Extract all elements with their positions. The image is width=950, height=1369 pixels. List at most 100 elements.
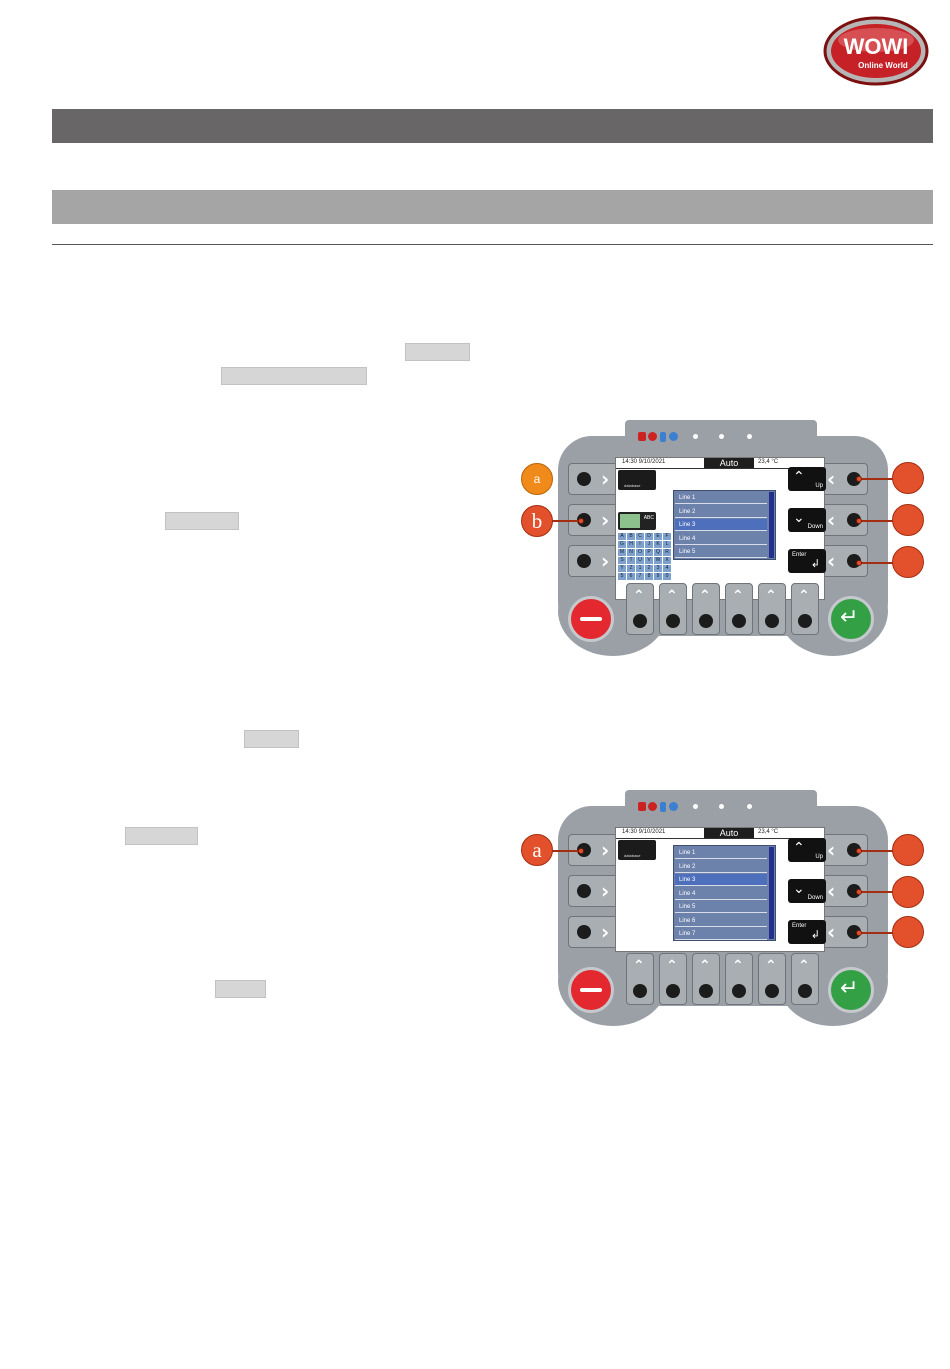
callout-leader bbox=[860, 478, 893, 480]
keyboard-key[interactable]: H bbox=[627, 541, 635, 548]
keyboard-key[interactable]: 4 bbox=[663, 565, 671, 572]
bottom-softkey-1[interactable]: ⌃ bbox=[626, 953, 654, 1005]
keyboard-key[interactable]: O bbox=[636, 549, 644, 556]
chevron-up-icon: ⌃ bbox=[633, 958, 645, 974]
keyboard-key[interactable]: Z bbox=[627, 565, 635, 572]
list-item[interactable]: Line 7 bbox=[675, 928, 767, 940]
bottom-softkey-4[interactable]: ⌃ bbox=[725, 583, 753, 635]
list-item[interactable]: Line 2 bbox=[675, 861, 767, 873]
highlight-placeholder bbox=[165, 512, 239, 530]
keyboard-key[interactable]: Q bbox=[654, 549, 662, 556]
chevron-up-icon: ⌃ bbox=[793, 840, 805, 856]
map-abc-icon[interactable]: ABC bbox=[618, 512, 656, 530]
bottom-softkey-3[interactable]: ⌃ bbox=[692, 953, 720, 1005]
chevron-up-icon: ⌃ bbox=[699, 588, 711, 604]
list-item[interactable]: Line 5 bbox=[675, 901, 767, 913]
down-button[interactable]: ⌄Down bbox=[788, 879, 826, 903]
keyboard-key[interactable]: K bbox=[654, 541, 662, 548]
keyboard-key[interactable]: 6 bbox=[627, 573, 635, 580]
callout-b: b bbox=[521, 505, 553, 537]
keyboard-key[interactable]: X bbox=[663, 557, 671, 564]
keyboard-key[interactable]: M bbox=[618, 549, 626, 556]
key-dot bbox=[798, 614, 812, 628]
bottom-softkey-1[interactable]: ⌃ bbox=[626, 583, 654, 635]
bottom-softkey-6[interactable]: ⌃ bbox=[791, 583, 819, 635]
keyboard-key[interactable]: T bbox=[627, 557, 635, 564]
highlight-placeholder bbox=[125, 827, 198, 845]
keyboard-key[interactable]: S bbox=[618, 557, 626, 564]
keyboard-key[interactable]: W bbox=[654, 557, 662, 564]
list-item[interactable]: Line 2 bbox=[675, 506, 767, 518]
list-item[interactable]: Line 4 bbox=[675, 888, 767, 900]
confirm-button[interactable]: ↵ bbox=[828, 596, 874, 642]
confirm-button[interactable]: ↵ bbox=[828, 967, 874, 1013]
cancel-button[interactable] bbox=[568, 596, 614, 642]
enter-button[interactable]: Enter↲ bbox=[788, 920, 826, 944]
keyboard-key[interactable]: 7 bbox=[636, 573, 644, 580]
temperature: 23,4 °C bbox=[758, 829, 779, 835]
keyboard-key[interactable]: I bbox=[636, 541, 644, 548]
bottom-softkey-3[interactable]: ⌃ bbox=[692, 583, 720, 635]
bottom-softkey-5[interactable]: ⌃ bbox=[758, 953, 786, 1005]
keyboard-key[interactable]: V bbox=[645, 557, 653, 564]
keyboard-key[interactable]: A bbox=[618, 533, 626, 540]
keyboard-key[interactable]: 8 bbox=[645, 573, 653, 580]
chevron-down-icon: ⌄ bbox=[793, 881, 805, 897]
keyboard-key[interactable]: L bbox=[663, 541, 671, 548]
list-item[interactable]: Line 1 bbox=[675, 492, 767, 504]
bottom-softkey-4[interactable]: ⌃ bbox=[725, 953, 753, 1005]
keyboard-key[interactable]: 0 bbox=[663, 573, 671, 580]
bottom-softkey-5[interactable]: ⌃ bbox=[758, 583, 786, 635]
bottom-softkey-2[interactable]: ⌃ bbox=[659, 583, 687, 635]
keyboard-key[interactable]: 1 bbox=[636, 565, 644, 572]
car-database-icon[interactable]: database bbox=[618, 840, 656, 860]
list-item[interactable]: Line 6 bbox=[675, 915, 767, 927]
status-led bbox=[747, 434, 752, 439]
battery-icon bbox=[660, 802, 666, 812]
keyboard-key[interactable]: E bbox=[654, 533, 662, 540]
keyboard-key[interactable]: J bbox=[645, 541, 653, 548]
keyboard-key[interactable]: U bbox=[636, 557, 644, 564]
list-item[interactable]: Line 5 bbox=[675, 546, 767, 558]
chevron-left-icon: ‹ bbox=[827, 879, 836, 903]
scrollbar[interactable] bbox=[769, 847, 774, 939]
list-item[interactable]: Line 4 bbox=[675, 533, 767, 545]
keyboard-key[interactable]: P bbox=[645, 549, 653, 556]
list-item[interactable]: Line 1 bbox=[675, 847, 767, 859]
keyboard-key[interactable]: D bbox=[645, 533, 653, 540]
up-button[interactable]: ⌃ Up bbox=[788, 838, 826, 862]
up-label: Up bbox=[815, 854, 823, 860]
up-button[interactable]: ⌃Up bbox=[788, 467, 826, 491]
scrollbar[interactable] bbox=[769, 492, 774, 558]
enter-button[interactable]: Enter↲ bbox=[788, 549, 826, 573]
key-dot bbox=[577, 925, 591, 939]
database-label: database bbox=[624, 853, 641, 858]
return-arrow-icon: ↵ bbox=[840, 976, 859, 1001]
keyboard-key[interactable]: 9 bbox=[654, 573, 662, 580]
keyboard-key[interactable]: 5 bbox=[618, 573, 626, 580]
callout-leader bbox=[860, 932, 893, 934]
keyboard-key[interactable]: F bbox=[663, 533, 671, 540]
callout-leader-dot bbox=[856, 518, 862, 524]
keyboard-key[interactable]: Y bbox=[618, 565, 626, 572]
keyboard-key[interactable]: C bbox=[636, 533, 644, 540]
keyboard-key[interactable]: 3 bbox=[654, 565, 662, 572]
keyboard-key[interactable]: N bbox=[627, 549, 635, 556]
keyboard-key[interactable]: G bbox=[618, 541, 626, 548]
keyboard-key[interactable]: 2 bbox=[645, 565, 653, 572]
enter-arrow-icon: ↲ bbox=[810, 928, 820, 941]
list-item[interactable]: Line 3 bbox=[675, 874, 767, 886]
keyboard-key[interactable]: B bbox=[627, 533, 635, 540]
bottom-softkey-6[interactable]: ⌃ bbox=[791, 953, 819, 1005]
keyboard-key[interactable]: R bbox=[663, 549, 671, 556]
list-item[interactable]: Line 3 bbox=[675, 519, 767, 531]
chevron-up-icon: ⌃ bbox=[765, 588, 777, 604]
car-database-icon[interactable]: database bbox=[618, 470, 656, 490]
cancel-button[interactable] bbox=[568, 967, 614, 1013]
bottom-softkey-2[interactable]: ⌃ bbox=[659, 953, 687, 1005]
down-button[interactable]: ⌄Down bbox=[788, 508, 826, 532]
down-label: Down bbox=[807, 524, 823, 530]
